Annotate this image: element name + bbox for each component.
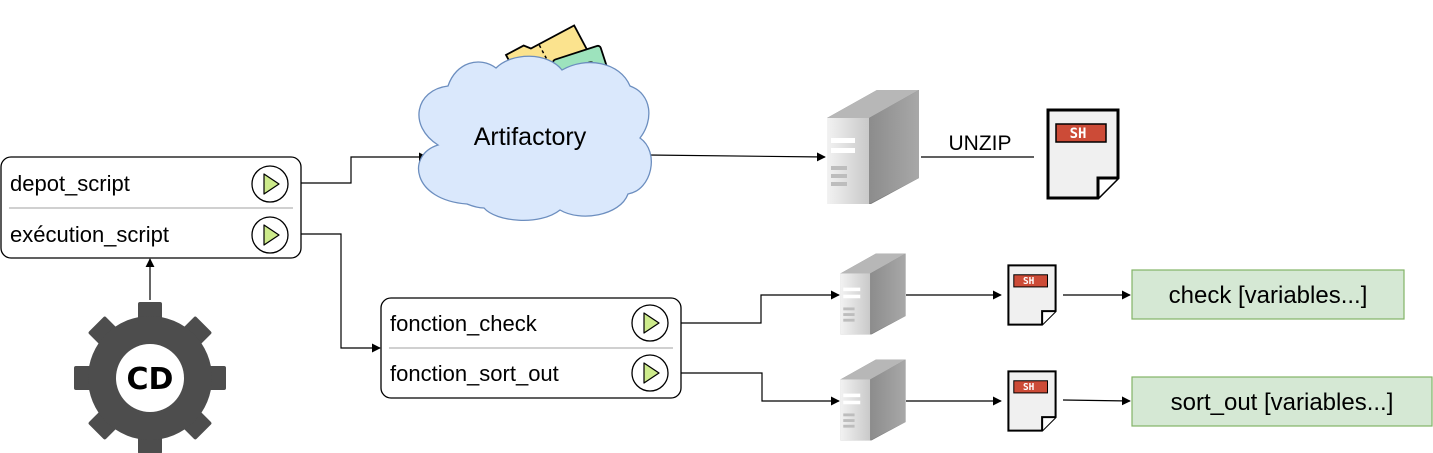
sh-file-icon xyxy=(1007,264,1057,326)
connector-artifactory-to-server xyxy=(647,152,826,162)
fonction-sort-out-item[interactable]: fonction_sort_out xyxy=(390,354,669,392)
top-script-group: depot_script exécution_script xyxy=(0,156,302,259)
server-icon xyxy=(827,90,919,204)
play-icon[interactable] xyxy=(631,304,669,342)
check-result-label: check [variables...] xyxy=(1169,282,1368,309)
sh-file-icon xyxy=(1007,370,1057,432)
connector-sortout-to-server xyxy=(681,372,840,406)
connector-execution-to-functions xyxy=(301,233,381,353)
function-group: fonction_check fonction_sort_out xyxy=(380,297,682,399)
cd-label: CD xyxy=(127,362,174,397)
play-icon[interactable] xyxy=(251,165,289,203)
play-icon[interactable] xyxy=(631,354,669,392)
connector-script-to-sortout-result xyxy=(1062,396,1131,406)
execution-script-item[interactable]: exécution_script xyxy=(10,216,289,254)
check-result-box: check [variables...] xyxy=(1131,269,1405,320)
server-icon xyxy=(840,253,906,335)
connector-depot-to-artifactory xyxy=(301,152,428,184)
fonction-check-label: fonction_check xyxy=(390,311,538,336)
server-icon xyxy=(840,359,906,441)
artifactory-cloud: Artifactory xyxy=(417,55,652,221)
sort-out-result-label: sort_out [variables...] xyxy=(1171,389,1394,416)
sh-file-icon xyxy=(1046,108,1120,200)
gear-icon: CD xyxy=(74,302,226,453)
sort-out-result-box: sort_out [variables...] xyxy=(1131,376,1433,427)
unzip-label: UNZIP xyxy=(949,132,1012,155)
fonction-sort-out-label: fonction_sort_out xyxy=(390,361,559,386)
execution-script-label: exécution_script xyxy=(10,222,169,247)
play-icon[interactable] xyxy=(251,216,289,254)
depot-script-label: depot_script xyxy=(10,171,130,196)
connector-check-to-server xyxy=(681,290,840,324)
artifactory-label: Artifactory xyxy=(474,123,587,151)
depot-script-item[interactable]: depot_script xyxy=(10,165,289,203)
fonction-check-item[interactable]: fonction_check xyxy=(390,304,669,342)
connectors xyxy=(145,152,1131,406)
